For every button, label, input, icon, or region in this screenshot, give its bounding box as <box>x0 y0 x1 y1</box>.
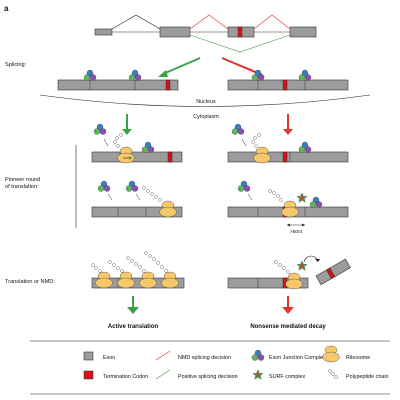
ejc <box>83 69 97 81</box>
ejc <box>298 69 312 81</box>
legend-nmd-decision: NMD splicing decision <box>178 355 231 361</box>
ribosome <box>285 272 303 290</box>
outcome-nmd: Nonsense mediated decay <box>250 324 326 330</box>
ejc <box>141 141 155 153</box>
ribosome <box>253 146 271 164</box>
ribosome <box>159 200 177 218</box>
stage-splicing: Splicing: <box>5 62 27 68</box>
positive-decision-arrow <box>162 57 201 75</box>
legend-ribosome: Ribosome <box>346 355 370 361</box>
termination-codon <box>237 26 243 38</box>
cytoplasm-label: Cytoplasm <box>193 114 219 120</box>
nmd-decision-arrow <box>221 57 261 75</box>
ribosome <box>95 271 113 289</box>
spliced-mrna-positive <box>57 69 179 91</box>
nucleus-label: Nucleus <box>196 99 216 105</box>
legend-positive-swatch <box>155 369 171 380</box>
nuclear-envelope <box>39 94 371 107</box>
legend-ejc: Exon Junction Complex <box>269 355 326 361</box>
legend-surf-swatch <box>252 369 264 380</box>
active-translation-arrow <box>127 307 139 314</box>
legend-termination: Termination Codon <box>103 374 148 380</box>
panel-label: a <box>4 4 9 13</box>
pioneer-nmd-1 <box>227 123 349 164</box>
ejc-released <box>93 123 107 135</box>
exon-2 <box>159 26 191 38</box>
pre-mrna <box>94 14 317 53</box>
legend: Exon Termination Codon NMD splicing deci… <box>30 340 390 395</box>
ejc <box>298 141 312 153</box>
spliced-mrna-nmd <box>227 69 349 91</box>
stage-pioneer-1: Pioneer round <box>5 177 40 183</box>
nmd-arrow <box>282 307 294 314</box>
nmd-decay-mrna <box>227 255 351 290</box>
outcome-active: Active translation <box>108 324 159 330</box>
active-translation-mrna <box>91 251 185 289</box>
exon-4 <box>289 26 317 38</box>
termination-codon <box>165 79 171 91</box>
pioneer-positive-1 <box>91 123 183 164</box>
stage-translation-or-nmd: Translation or NMD: <box>5 279 55 285</box>
ejc <box>309 196 323 208</box>
distance-label: >50nt <box>290 229 303 235</box>
pioneer-positive-2 <box>91 180 183 218</box>
nmd-splice-line-1 <box>189 14 229 30</box>
ribosome <box>117 146 135 164</box>
ejc-released <box>237 180 251 192</box>
legend-surf: SURF complex <box>269 374 306 380</box>
surf-complex <box>296 260 308 271</box>
legend-termination-swatch <box>83 370 94 380</box>
ribosome <box>281 200 299 218</box>
legend-ribosome-swatch <box>322 345 340 363</box>
legend-ejc-swatch <box>251 349 265 361</box>
ejc-released <box>231 123 245 135</box>
ribosome <box>117 271 135 289</box>
ejc-released <box>125 180 139 192</box>
legend-positive-decision: Positive splicing decision <box>178 374 238 380</box>
stage-pioneer-2: of translation: <box>5 184 39 190</box>
export-arrow-nmd <box>283 129 293 135</box>
export-arrow-positive <box>122 129 132 135</box>
ribosome <box>139 271 157 289</box>
legend-exon: Exon <box>103 355 115 361</box>
termination-codon <box>282 79 288 91</box>
positive-splice-line <box>189 34 291 53</box>
legend-polypeptide-swatch <box>328 369 338 379</box>
ribosome <box>161 271 179 289</box>
legend-exon-swatch <box>83 351 94 361</box>
legend-nmd-swatch <box>155 350 171 361</box>
pioneer-nmd-2 <box>227 180 349 227</box>
exon-1 <box>94 28 113 36</box>
surf-complex <box>296 192 308 203</box>
legend-polypeptide: Polypeptide chain <box>346 374 389 380</box>
constitutive-splice-line <box>111 14 161 30</box>
nmd-splice-line-2 <box>253 14 291 30</box>
ejc-released <box>97 180 111 192</box>
ejc <box>128 69 142 81</box>
